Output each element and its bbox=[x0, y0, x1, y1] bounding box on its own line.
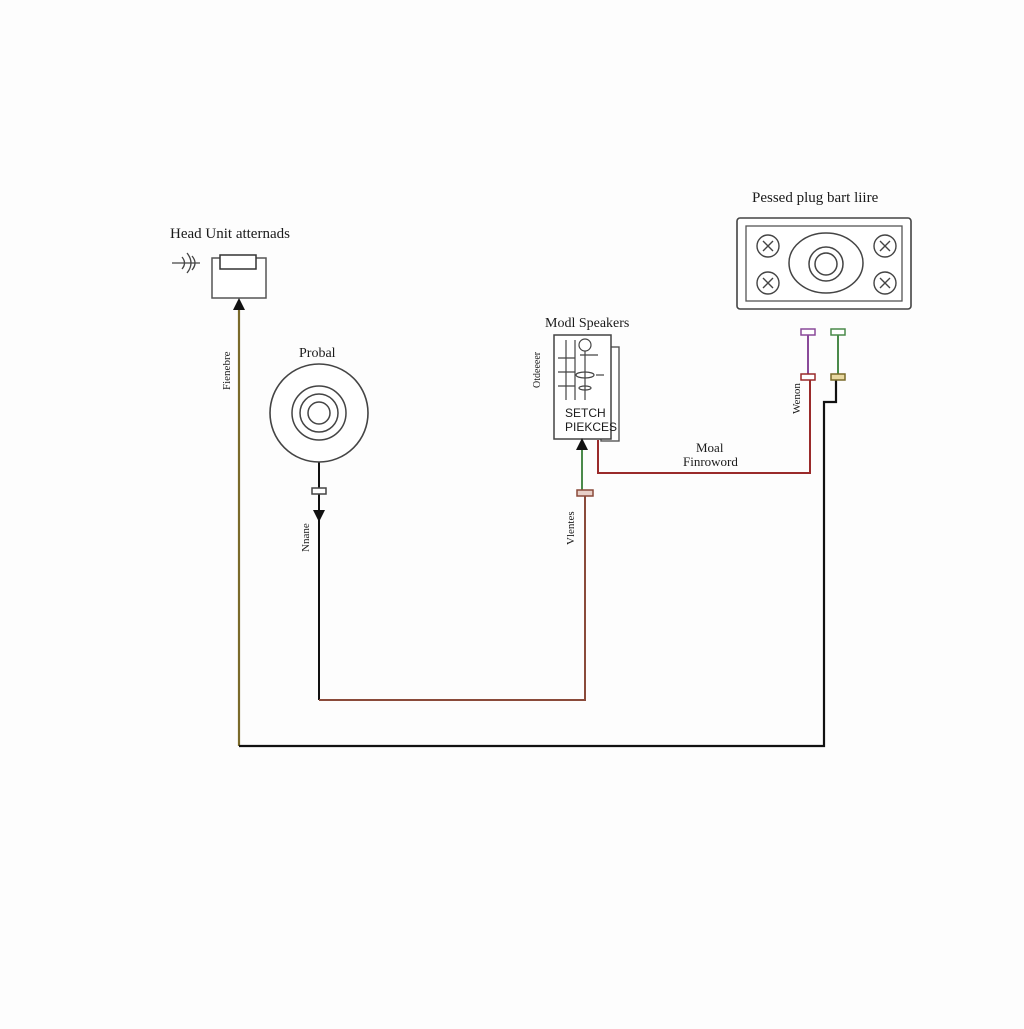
head-unit-label: Head Unit atternads bbox=[170, 226, 290, 242]
plug-socket-ring bbox=[808, 246, 844, 282]
model-speakers-wire-label: Vlentes bbox=[565, 511, 577, 545]
connector-probal bbox=[311, 487, 327, 495]
model-speakers-mechanism bbox=[558, 338, 604, 400]
model-speakers-unit bbox=[553, 334, 620, 497]
screw-icon bbox=[756, 271, 780, 295]
screw-icon bbox=[756, 234, 780, 258]
arrow-down-icon bbox=[313, 510, 325, 522]
plug-unit-wire-label: Wenon bbox=[791, 383, 803, 414]
arrow-up-icon bbox=[233, 298, 245, 310]
probal-speaker bbox=[269, 363, 369, 522]
plug-unit-label: Pessed plug bart liire bbox=[752, 190, 879, 206]
plug-unit bbox=[736, 217, 912, 310]
model-speakers-side-label: Otdeeeer bbox=[532, 351, 543, 388]
connector-plug-left-top bbox=[800, 328, 816, 336]
speaker-outer-ring bbox=[269, 363, 369, 463]
probal-label: Probal bbox=[299, 346, 336, 361]
screw-icon bbox=[873, 234, 897, 258]
connector-plug-right-bottom bbox=[830, 373, 846, 381]
head-unit-wire-label: Fienebre bbox=[221, 351, 233, 390]
arrow-up-icon bbox=[576, 438, 588, 450]
wire-bottom-run bbox=[239, 380, 838, 748]
probal-wire-label: Nnane bbox=[300, 523, 312, 552]
speaker-cone-ring bbox=[291, 385, 347, 441]
antenna-signal-icon bbox=[172, 252, 200, 274]
head-unit bbox=[172, 252, 267, 310]
connector-plug-right-top bbox=[830, 328, 846, 336]
model-speakers-label: Modl Speakers bbox=[545, 316, 629, 331]
plug-socket-center bbox=[814, 252, 838, 276]
wire-probal-to-model bbox=[319, 495, 586, 701]
connector-plug-left-bottom bbox=[800, 373, 816, 381]
speaker-dust-cap bbox=[307, 401, 331, 425]
plug-socket-outer bbox=[788, 232, 864, 294]
connector-model bbox=[576, 489, 594, 497]
model-speakers-box-line2: PIEKCES bbox=[565, 420, 617, 434]
screw-icon bbox=[873, 271, 897, 295]
model-speakers-box-line1: SETCH bbox=[565, 406, 606, 420]
model-speakers-body bbox=[553, 334, 612, 440]
wire-model-to-plug bbox=[597, 380, 811, 474]
head-unit-slot bbox=[219, 254, 257, 270]
wire-annotation-line2: Finroword bbox=[683, 454, 738, 469]
speaker-cone-inner bbox=[299, 393, 339, 433]
wire-annotation-line1: Moal bbox=[696, 440, 724, 455]
